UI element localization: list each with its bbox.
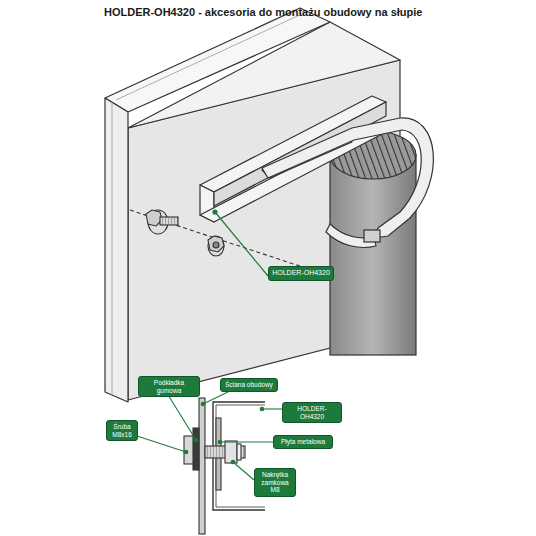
page-title: HOLDER-OH4320 - akcesoria do montażu obu…: [104, 6, 422, 18]
callout-label: Ściana obudowy: [225, 381, 273, 388]
callout-box: HOLDER-OH4320: [282, 402, 342, 423]
callout-label: Nakrętka zamkowa M8: [258, 471, 292, 493]
section-detail: [184, 398, 265, 534]
leader-lines: [213, 210, 268, 276]
leader-lines: [137, 390, 282, 480]
callout-label: HOLDER-OH4320: [272, 269, 330, 277]
callout-box: Ściana obudowy: [220, 378, 278, 392]
callout-box: HOLDER-OH4320: [268, 266, 334, 281]
callout-box: Śruba M8x16: [106, 420, 138, 441]
callout-box: Nakrętka zamkowa M8: [254, 468, 296, 497]
callout-label: HOLDER-OH4320: [286, 405, 338, 420]
callout-label: Płyta metalowa: [281, 438, 325, 445]
callout-box: Płyta metalowa: [273, 435, 333, 449]
callout-label: Śruba M8x16: [110, 423, 134, 438]
callout-label: Podkładka gumowa: [142, 379, 196, 394]
callout-box: Podkładka gumowa: [138, 376, 200, 397]
cable-tie: [262, 118, 433, 248]
